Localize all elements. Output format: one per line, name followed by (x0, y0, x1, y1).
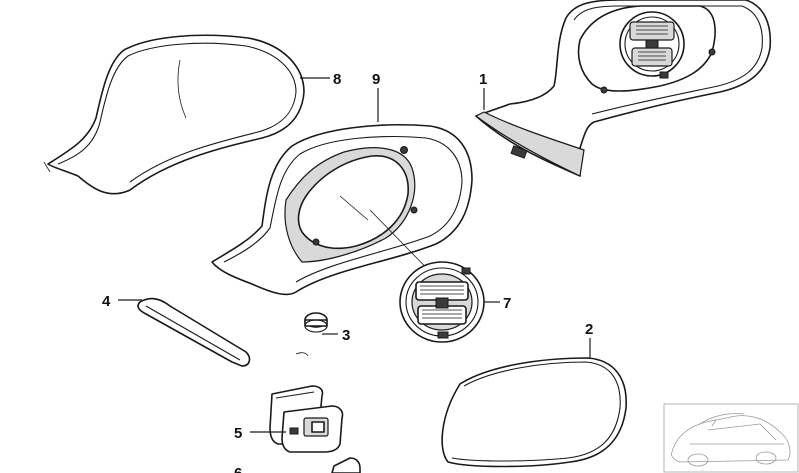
callout-3: 3 (342, 327, 350, 344)
part-8-mirror-cap (43, 34, 305, 195)
vehicle-location-thumbnail (663, 403, 799, 473)
callout-1: 1 (479, 71, 487, 88)
callout-5: 5 (234, 425, 242, 442)
callout-6: 6 (234, 465, 242, 473)
callout-9: 9 (372, 71, 380, 88)
part-6-cover (331, 457, 361, 473)
callout-4: 4 (102, 293, 111, 310)
callout-2: 2 (585, 321, 593, 338)
part-1-outside-mirror-assembly (474, 0, 772, 177)
part-4-trim-strip (137, 297, 251, 367)
part-1-motor-unit (619, 11, 685, 79)
callout-7: 7 (503, 295, 511, 312)
part-3-screw (295, 312, 328, 357)
callout-8: 8 (333, 71, 341, 88)
callout-labels: 8 9 1 7 4 3 2 5 6 (102, 71, 593, 473)
part-2-mirror-glass (441, 357, 627, 468)
part-7-mirror-drive (399, 261, 485, 343)
leader-lines (118, 77, 591, 433)
part-5-switch (269, 385, 344, 453)
part-9-mirror-housing (211, 124, 473, 296)
